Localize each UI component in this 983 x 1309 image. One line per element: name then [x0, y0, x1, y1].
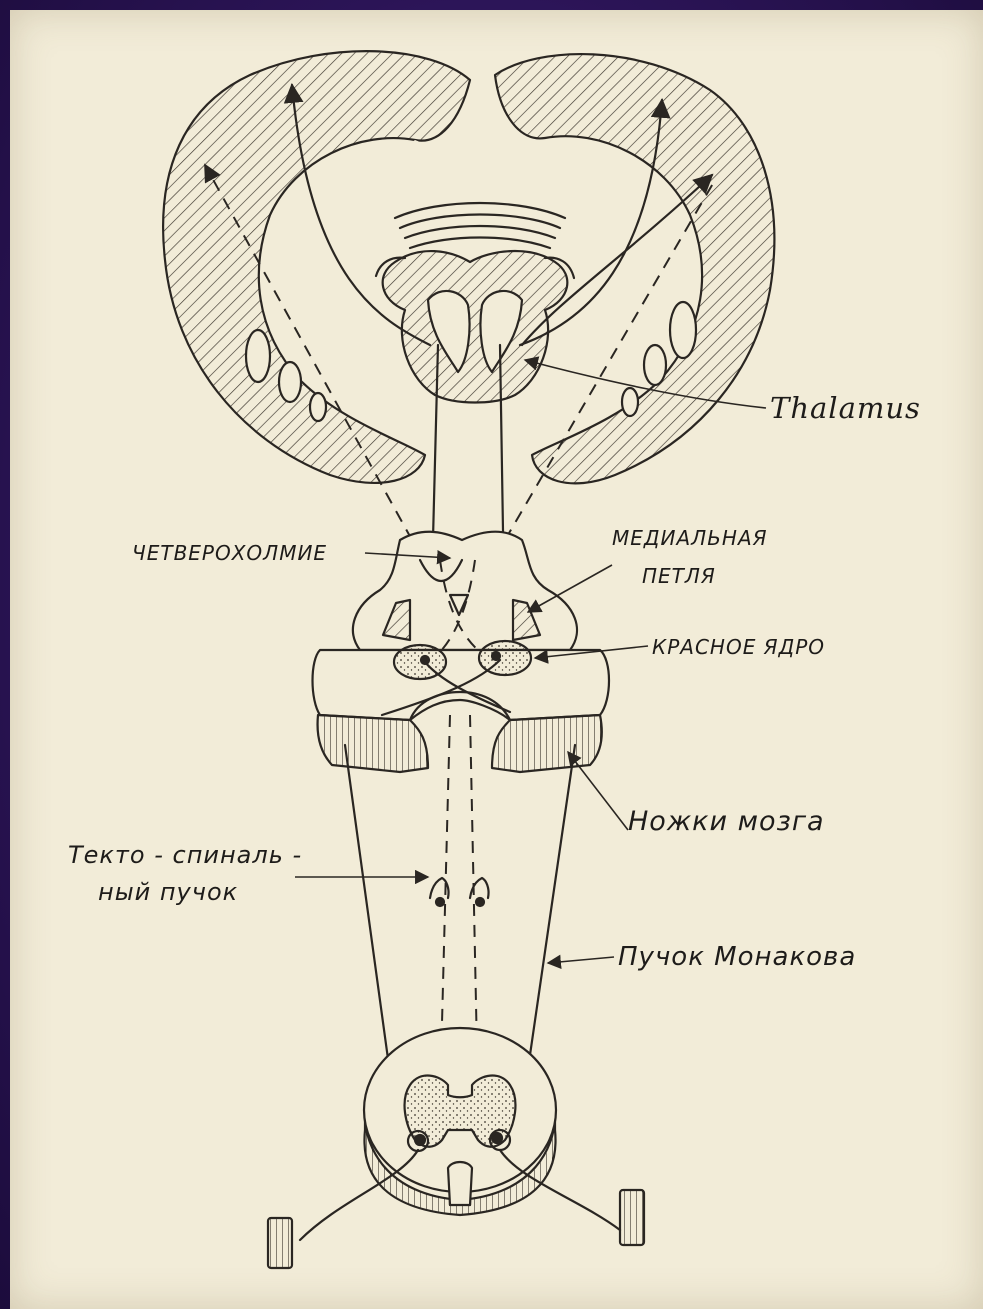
thalamus-structure — [376, 251, 574, 402]
spinal-cord-segment — [364, 1028, 556, 1215]
label-medial-lemniscus-line2: ПЕТЛЯ — [642, 564, 716, 588]
label-tectospinal-line1: Текто - спиналь - — [68, 841, 302, 869]
label-cerebral-peduncles: Ножки мозга — [628, 806, 825, 837]
label-tectospinal-line2: ный пучок — [98, 878, 238, 906]
cerebral-peduncles-block — [313, 650, 610, 772]
label-red-nucleus: КРАСНОЕ ЯДРО — [652, 635, 825, 659]
label-medial-lemniscus-line1: МЕДИАЛЬНАЯ — [612, 526, 768, 550]
label-thalamus: Thalamus — [770, 391, 921, 425]
midbrain-tectum — [353, 532, 577, 650]
label-monakov-bundle: Пучок Монакова — [618, 942, 856, 972]
label-quadrigemina: ЧЕТВЕРОХОЛМИЕ — [132, 541, 327, 565]
